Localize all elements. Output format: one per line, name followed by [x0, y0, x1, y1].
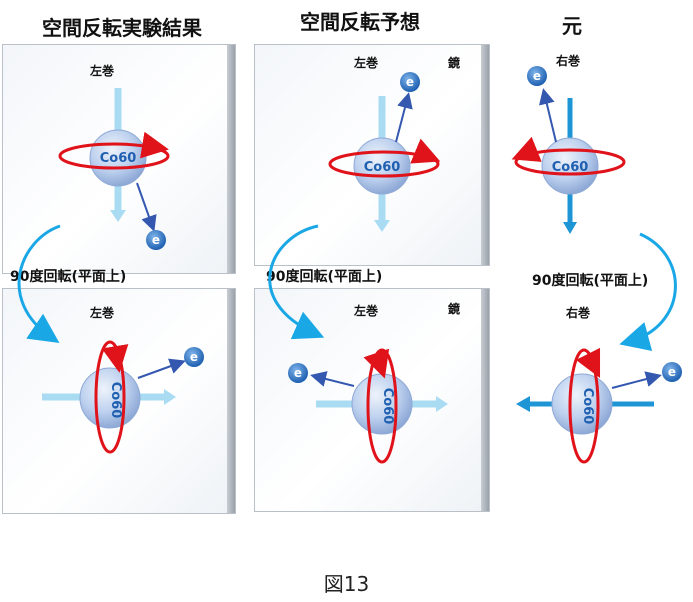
left-rotation-label: 90度回転(平面上) [10, 269, 127, 285]
svg-text:e: e [668, 365, 676, 379]
svg-text:e: e [152, 233, 160, 247]
middle-rotation-arrow [268, 224, 325, 340]
svg-text:Co60: Co60 [108, 382, 123, 419]
right-column-title: 元 [562, 14, 582, 38]
right-bottom-diagram: Co60 e [516, 347, 682, 464]
svg-text:Co60: Co60 [552, 160, 589, 175]
right-rotation-label: 90度回転(平面上) [532, 273, 649, 289]
middle-column-title: 空間反転予想 [300, 10, 420, 34]
right-bottom-handedness: 右巻 [566, 306, 591, 320]
svg-text:e: e [406, 75, 414, 89]
left-bottom-handedness: 左巻 [90, 306, 115, 320]
svg-text:e: e [294, 366, 302, 380]
middle-top-diagram: Co60 e [328, 72, 441, 232]
left-top-diagram: Co60 e [58, 88, 170, 250]
svg-text:e: e [190, 350, 198, 364]
figure-caption: 図13 [323, 572, 370, 596]
svg-text:Co60: Co60 [100, 151, 137, 166]
middle-top-handedness: 左巻 [354, 56, 379, 70]
middle-bottom-mirror-label: 鏡 [448, 302, 461, 316]
left-bottom-diagram: Co60 e [42, 340, 204, 454]
right-top-handedness: 右巻 [556, 54, 581, 68]
middle-bottom-diagram: Co60 e [288, 348, 448, 464]
middle-top-mirror-label: 鏡 [448, 56, 461, 70]
left-rotation-arrow [17, 224, 61, 344]
left-top-handedness: 左巻 [90, 64, 115, 78]
middle-rotation-label: 90度回転(平面上) [266, 269, 383, 285]
middle-bottom-handedness: 左巻 [354, 304, 379, 318]
svg-text:Co60: Co60 [364, 160, 401, 175]
svg-text:Co60: Co60 [380, 388, 395, 425]
svg-text:Co60: Co60 [580, 388, 595, 425]
svg-text:e: e [533, 69, 541, 83]
right-rotation-arrow [619, 232, 677, 352]
left-column-title: 空間反転実験結果 [42, 16, 202, 40]
right-top-diagram: Co60 e [511, 66, 626, 234]
